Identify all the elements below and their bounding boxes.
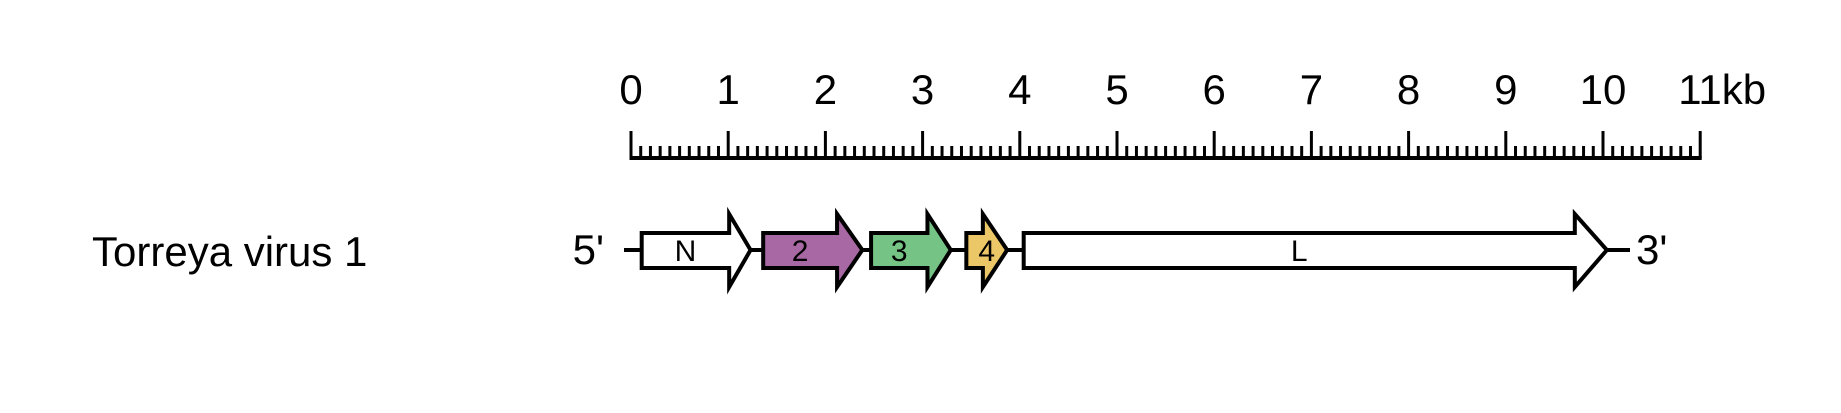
gene-label-2: 2 (792, 235, 809, 268)
ruler-tick-label: 2 (814, 66, 837, 113)
three-prime-label: 3' (1636, 226, 1667, 273)
ruler-tick-label: 9 (1494, 66, 1517, 113)
ruler-tick-label: 5 (1105, 66, 1128, 113)
ruler-tick-label: 3 (911, 66, 934, 113)
gene-label-L: L (1291, 235, 1308, 268)
gene-label-N: N (675, 235, 697, 268)
gene-label-4: 4 (978, 235, 995, 268)
gene-arrow-track: N 2 3 4 L (624, 206, 1630, 295)
ruler-tick-label: 0 (619, 66, 642, 113)
gene-arrow-L (1021, 208, 1610, 293)
gene-arrow-N (639, 206, 753, 295)
ruler-tick-label: 10 (1580, 66, 1627, 113)
gene-arrow-3 (869, 207, 954, 294)
ruler-tick-label: 1 (717, 66, 740, 113)
ruler-tick-label: 4 (1008, 66, 1031, 113)
ruler-tick-label: 11kb (1678, 66, 1766, 113)
ruler-tick-label: 7 (1300, 66, 1323, 113)
ruler-tick-label: 8 (1397, 66, 1420, 113)
ruler-tick-label: 6 (1203, 66, 1226, 113)
scale-ruler: 0 1 2 3 4 5 6 7 8 9 10 11kb (619, 66, 1766, 160)
gene-arrow-2 (761, 207, 865, 294)
virus-name-label: Torreya virus 1 (92, 228, 367, 275)
gene-label-3: 3 (891, 235, 908, 268)
five-prime-label: 5' (573, 226, 604, 273)
gene-arrow-4 (964, 207, 1010, 294)
